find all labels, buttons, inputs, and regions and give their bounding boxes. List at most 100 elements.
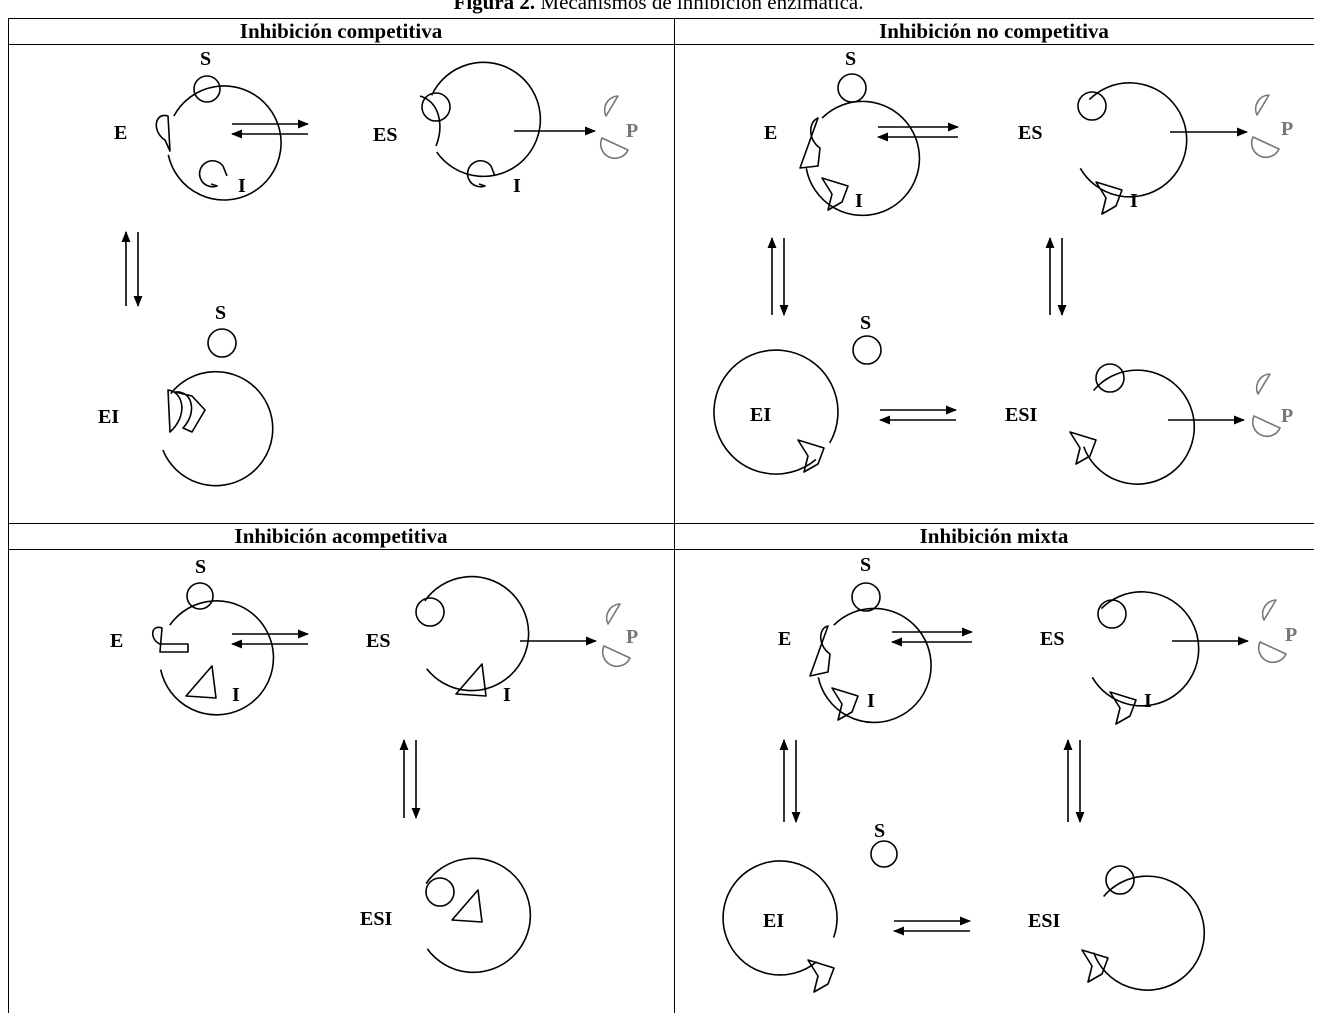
label-e: E <box>778 628 792 650</box>
label-s: S <box>860 312 872 334</box>
substrate-circle <box>852 335 882 365</box>
figure-number: Figura 2. <box>453 0 536 14</box>
product-half <box>1251 415 1281 438</box>
label-p: P <box>626 626 639 648</box>
enzyme-shape <box>722 860 838 976</box>
inhibitor-shape <box>1081 949 1109 983</box>
panel-title-mixed: Inhibición mixta <box>919 524 1069 548</box>
enzyme-shape <box>799 100 921 217</box>
label-s: S <box>215 302 227 324</box>
table-left-border <box>8 18 9 1013</box>
substrate-circle <box>425 877 455 907</box>
label-es: ES <box>1040 628 1065 650</box>
label-s: S <box>860 554 872 576</box>
table-header-rule-top <box>8 44 1314 45</box>
label-e: E <box>114 122 128 144</box>
enzyme-shape <box>430 61 542 178</box>
label-esi: ESI <box>1005 404 1038 426</box>
label-i: I <box>1144 690 1152 712</box>
inhibitor-shape <box>1095 181 1123 215</box>
label-p: P <box>1281 405 1294 427</box>
substrate-circle <box>207 328 237 358</box>
label-s: S <box>200 48 212 70</box>
inhibitor-shape <box>466 159 496 188</box>
product-half <box>1254 94 1270 116</box>
label-esi: ESI <box>1028 910 1061 932</box>
label-ei: EI <box>763 910 785 932</box>
label-esi: ESI <box>360 908 393 930</box>
enzyme-shape <box>425 857 532 974</box>
inhibitor-shape <box>451 889 483 923</box>
substrate-circle <box>837 73 867 103</box>
panel-title-uncompetitive: Inhibición acompetitiva <box>234 524 448 548</box>
substrate-circle <box>1105 865 1135 895</box>
enzyme-shape <box>1091 591 1200 707</box>
substrate-circle <box>1077 91 1107 121</box>
label-i: I <box>238 175 246 197</box>
inhibitor-shape <box>185 665 217 699</box>
enzyme-shape <box>155 85 282 201</box>
label-s: S <box>845 48 857 70</box>
inhibitor-shape <box>1069 431 1097 465</box>
label-s: S <box>874 820 886 842</box>
label-es: ES <box>373 124 398 146</box>
label-e: E <box>764 122 778 144</box>
product-half <box>1255 373 1271 395</box>
substrate-circle <box>1095 363 1125 393</box>
table-header-rule-bottom <box>8 549 1314 550</box>
label-p: P <box>626 120 639 142</box>
label-i: I <box>867 690 875 712</box>
product-half <box>605 603 621 625</box>
label-es: ES <box>1018 122 1043 144</box>
enzyme-shape <box>162 370 274 487</box>
label-e: E <box>110 630 124 652</box>
label-i: I <box>513 175 521 197</box>
inhibitor-shape <box>455 663 487 697</box>
panel-title-competitive: Inhibición competitiva <box>239 19 443 43</box>
label-p: P <box>1285 624 1298 646</box>
enzyme-shape <box>713 349 839 475</box>
table-top-border <box>8 18 1314 19</box>
product-half <box>601 645 631 668</box>
product-half <box>1257 641 1287 664</box>
substrate-circle <box>851 582 881 612</box>
label-p: P <box>1281 118 1294 140</box>
inhibitor-shape <box>821 177 849 211</box>
label-i: I <box>1130 190 1138 212</box>
substrate-circle <box>193 75 221 103</box>
label-es: ES <box>366 630 391 652</box>
product-half <box>1250 136 1280 159</box>
inhibitor-shape <box>174 391 206 433</box>
panel-title-noncompetitive: Inhibición no competitiva <box>879 19 1109 43</box>
enzyme-shape <box>151 600 275 716</box>
product-half <box>1261 599 1277 621</box>
enzyme-shape <box>424 575 530 692</box>
table-row-divider <box>8 523 1314 524</box>
label-ei: EI <box>98 406 120 428</box>
figure-caption-text: Mecanismos de inhibición enzimática. <box>535 0 864 14</box>
inhibitor-shape <box>807 959 835 993</box>
enzyme-shape <box>1079 82 1188 198</box>
inhibitor-shape <box>831 687 859 721</box>
label-i: I <box>503 684 511 706</box>
label-i: I <box>855 190 863 212</box>
table-column-divider <box>674 18 675 1013</box>
label-s: S <box>195 556 207 578</box>
inhibitor-shape <box>198 159 228 188</box>
label-ei: EI <box>750 404 772 426</box>
substrate-circle <box>870 840 898 868</box>
inhibitor-shape <box>1109 691 1137 725</box>
enzyme-shape <box>1092 875 1206 991</box>
product-half <box>599 137 629 160</box>
label-i: I <box>232 684 240 706</box>
figure-caption: Figura 2. Mecanismos de inhibición enzim… <box>0 0 1317 14</box>
enzyme-shape <box>1082 369 1196 485</box>
substrate-circle <box>415 597 445 627</box>
inhibitor-shape <box>797 439 825 473</box>
product-half <box>603 95 619 117</box>
substrate-circle <box>1097 599 1127 629</box>
substrate-circle <box>186 582 214 610</box>
substrate-circle <box>421 92 451 122</box>
enzyme-shape <box>809 607 932 724</box>
